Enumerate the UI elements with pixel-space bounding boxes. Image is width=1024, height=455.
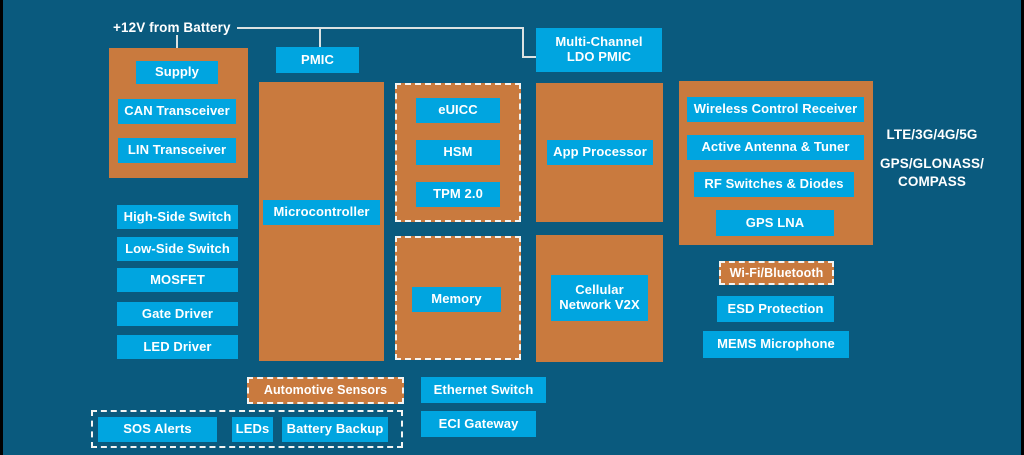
supply-group: Supply CAN Transceiver LIN Transceiver	[109, 48, 248, 178]
lin-transceiver-box: LIN Transceiver	[118, 138, 236, 163]
battery-wire-elbow-horizontal	[522, 56, 536, 58]
gate-driver-box: Gate Driver	[117, 302, 238, 326]
sos-group: SOS Alerts LEDs Battery Backup	[91, 410, 403, 448]
supply-box: Supply	[136, 61, 218, 84]
low-side-switch-box: Low-Side Switch	[117, 237, 238, 261]
tpm-box: TPM 2.0	[416, 182, 500, 207]
pmic-box: PMIC	[276, 47, 359, 73]
microcontroller-block: Microcontroller	[259, 82, 384, 361]
memory-group: Memory	[395, 236, 521, 360]
gnss-annotation: GPS/GLONASS/ COMPASS	[880, 156, 984, 190]
can-transceiver-box: CAN Transceiver	[118, 99, 236, 124]
pmic-drop-wire	[319, 28, 321, 47]
eci-gateway-box: ECI Gateway	[421, 411, 536, 437]
rf-group: Wireless Control Receiver Active Antenna…	[679, 81, 873, 245]
gps-lna-box: GPS LNA	[716, 210, 834, 236]
battery-wire-horizontal	[237, 27, 524, 29]
microcontroller-label-box: Microcontroller	[263, 200, 380, 225]
esd-protection-box: ESD Protection	[717, 296, 834, 322]
mosfet-box: MOSFET	[117, 268, 238, 292]
ethernet-switch-box: Ethernet Switch	[421, 377, 546, 403]
battery-drop-wire	[176, 35, 178, 48]
active-antenna-tuner-box: Active Antenna & Tuner	[687, 135, 864, 160]
battery-label: +12V from Battery	[113, 20, 231, 35]
battery-wire-elbow-vertical	[522, 27, 524, 58]
rf-switches-diodes-box: RF Switches & Diodes	[694, 172, 854, 197]
led-driver-box: LED Driver	[117, 335, 238, 359]
cellular-block: Cellular Network V2X	[536, 235, 663, 362]
left-edge-strip	[0, 0, 3, 455]
mems-microphone-box: MEMS Microphone	[703, 331, 849, 358]
cellular-label-box: Cellular Network V2X	[551, 275, 648, 321]
battery-backup-box: Battery Backup	[282, 417, 388, 442]
cellular-bands-annotation: LTE/3G/4G/5G	[886, 127, 978, 142]
right-edge-strip	[1021, 0, 1024, 455]
memory-box: Memory	[412, 287, 501, 312]
wifi-bluetooth-box: Wi-Fi/Bluetooth	[719, 261, 834, 285]
euicc-box: eUICC	[416, 98, 500, 123]
ldo-pmic-box: Multi-Channel LDO PMIC	[536, 28, 662, 72]
leds-box: LEDs	[232, 417, 273, 442]
app-processor-block: App Processor	[536, 83, 663, 222]
hsm-box: HSM	[416, 140, 500, 165]
wireless-control-receiver-box: Wireless Control Receiver	[687, 97, 864, 122]
high-side-switch-box: High-Side Switch	[117, 205, 238, 229]
app-processor-label-box: App Processor	[547, 140, 653, 165]
sos-alerts-box: SOS Alerts	[98, 417, 217, 442]
security-group: eUICC HSM TPM 2.0	[395, 83, 521, 222]
automotive-sensors-box: Automotive Sensors	[247, 377, 404, 404]
